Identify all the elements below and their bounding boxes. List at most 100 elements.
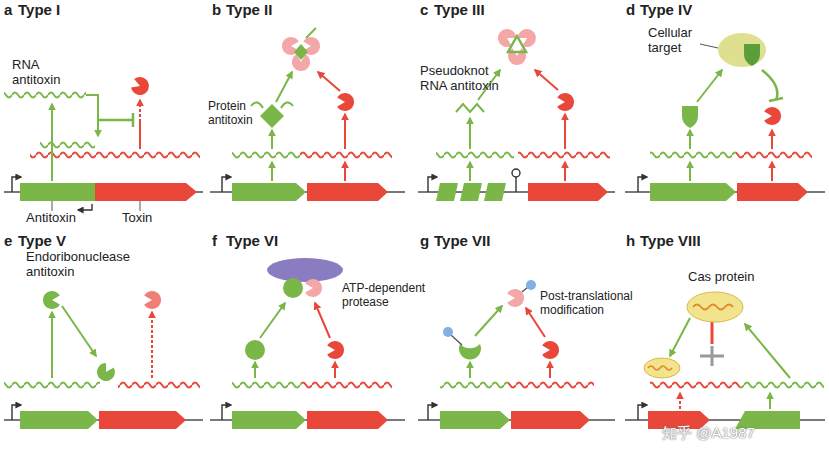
green-arrow (745, 324, 790, 378)
red-arrow (549, 362, 551, 378)
ta-complex (306, 28, 316, 38)
green-arrow (271, 130, 273, 149)
protease-complex (267, 258, 343, 298)
promoter-arrow (12, 177, 21, 192)
part-label: Cellular target (648, 26, 704, 56)
panel-letter: h (626, 232, 635, 249)
antitoxin-gene (20, 411, 98, 429)
toxin-gene (99, 411, 186, 429)
promoter-arrow (222, 405, 231, 420)
panel-letter: d (626, 1, 635, 18)
watermark: 知乎 @A1987 (662, 424, 755, 441)
toxin-gene (528, 183, 608, 201)
cas-protein (700, 346, 724, 366)
leader-line (52, 201, 53, 211)
antitoxin-gene (436, 183, 458, 201)
toxin-protein (764, 107, 781, 125)
toxin-gene (511, 411, 590, 429)
green-arrow (689, 130, 691, 149)
antitoxin-rna (4, 90, 86, 100)
antitoxin-gene (460, 183, 482, 201)
red-arrow (344, 114, 346, 149)
antitoxin-protein (281, 102, 293, 108)
cas-protein (648, 366, 672, 370)
antitoxin-protein (459, 344, 481, 360)
part-label: Pseudoknot RNA antitoxin (420, 64, 512, 94)
antitoxin-rna (456, 104, 484, 112)
antitoxin-gene (232, 183, 306, 201)
panel-title: Type VI (226, 232, 278, 249)
panel-letter: f (212, 232, 217, 249)
antitoxin-rna (4, 90, 824, 390)
ta-complex (282, 26, 539, 71)
ta-complex (508, 48, 526, 65)
antitoxin-protein (43, 102, 698, 384)
panel-title: Type VIII (640, 232, 701, 249)
hairpin-terminator (512, 169, 520, 192)
red-arrow (334, 362, 336, 378)
cellular-target (718, 33, 766, 67)
modified-toxin (443, 327, 453, 337)
green-arrow (62, 306, 96, 356)
red-arrow (315, 303, 330, 338)
protease-complex (267, 258, 343, 282)
dna-strand (4, 192, 825, 420)
toxin-protein (327, 341, 344, 359)
antitoxin-rna (40, 140, 95, 150)
toxin-mrna (300, 150, 392, 160)
promoter-arrow (12, 177, 647, 420)
panel-title: Type I (18, 1, 60, 18)
antitoxin-protein (94, 361, 118, 385)
antitoxin-gene (650, 183, 736, 201)
ta-complex (294, 44, 308, 60)
part-label: Endoribonuclease antitoxin (26, 250, 140, 280)
green-arrow (670, 318, 690, 356)
toxin-protein (144, 291, 161, 309)
cas-protein (644, 292, 743, 378)
red-arrow (140, 70, 772, 409)
green-arrow (260, 303, 285, 338)
toxin-gene (737, 183, 808, 201)
green-arrow (697, 70, 722, 102)
panel-title: Type II (226, 1, 272, 18)
red-arrow (771, 130, 773, 149)
promoter-arrow (638, 405, 647, 420)
green-arrow (254, 362, 256, 378)
part-label: Cas protein (688, 270, 754, 285)
antitoxin-rna (440, 380, 508, 390)
green-arrow (469, 362, 471, 378)
green-arrow (51, 104, 53, 181)
panel-letter: a (4, 1, 12, 18)
red-arrow (679, 393, 681, 409)
antitoxin-protein (251, 102, 263, 108)
antitoxin-rna (740, 380, 824, 390)
cas-protein (687, 292, 743, 322)
antitoxin-gene (20, 183, 95, 201)
antitoxin-rna (4, 380, 100, 390)
green-arrow (469, 162, 471, 181)
cas-protein (693, 305, 733, 310)
red-arrow (564, 114, 566, 149)
toxin-gene (307, 411, 388, 429)
red-arrow (344, 162, 346, 181)
panel-title: Type IV (640, 1, 692, 18)
toxin-mrna (508, 380, 594, 390)
toxin-mrna (302, 380, 392, 390)
panel-letter: g (420, 232, 429, 249)
toxin-mrna (118, 380, 200, 390)
cellular-target (718, 33, 766, 67)
toxin-gene (95, 183, 808, 429)
panel-title: Type V (18, 232, 66, 249)
green-arrow (271, 162, 273, 181)
promoter-arrow (12, 405, 21, 420)
modified-toxin (451, 335, 462, 345)
ta-complex (508, 36, 526, 52)
antitoxin-rna (650, 150, 736, 160)
leader-line (700, 44, 718, 48)
red-arrow (151, 312, 153, 378)
toxin-protein (557, 93, 574, 111)
antitoxin-gene (484, 183, 506, 201)
part-label: Antitoxin (26, 211, 76, 226)
